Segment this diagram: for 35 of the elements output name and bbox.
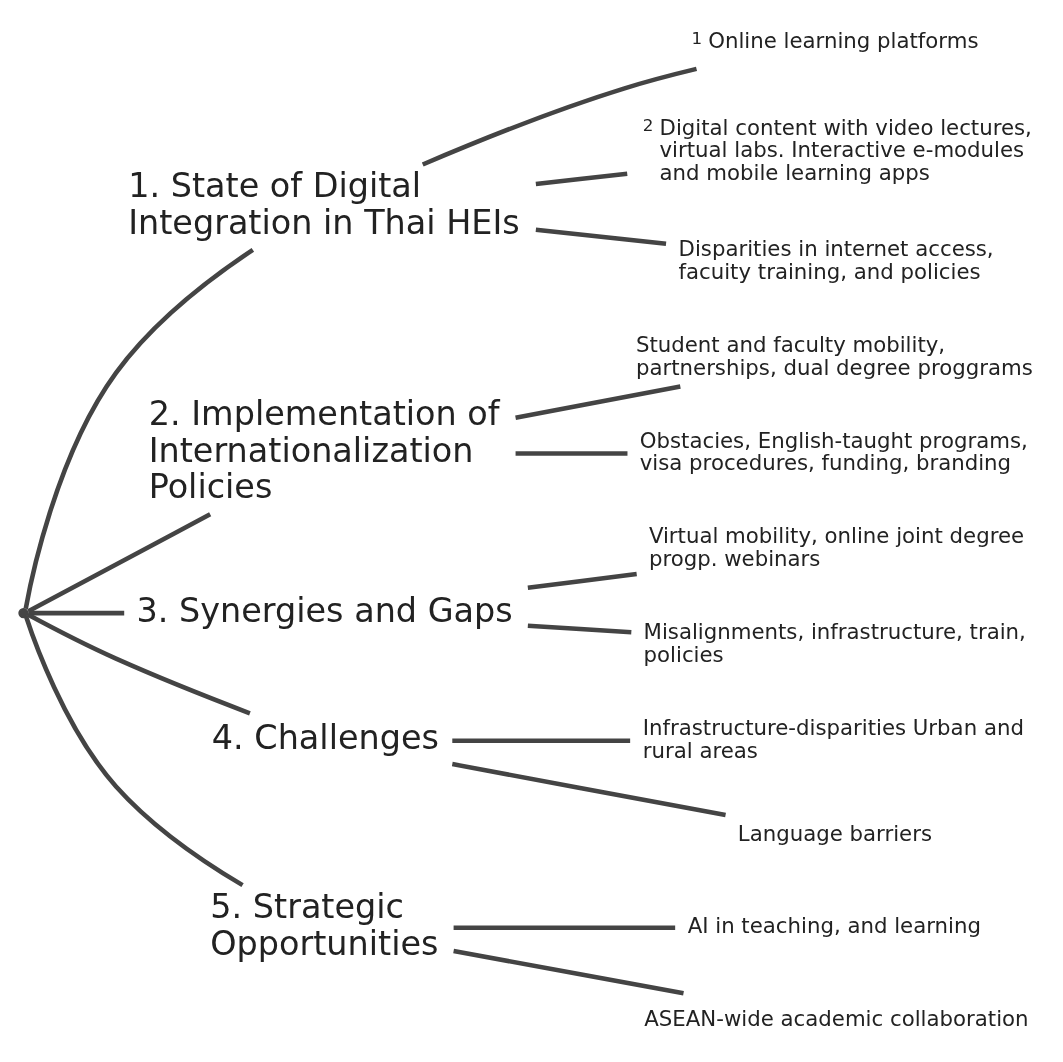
connector [514, 384, 681, 421]
connector [23, 247, 254, 610]
node-text: 1. State of Digital Integration in Thai HEIs [127, 166, 520, 242]
connector [453, 925, 675, 931]
connector [451, 761, 726, 818]
node-label: 1 [690, 28, 702, 49]
node-text: AI in teaching, and learning [687, 913, 981, 939]
connector [26, 512, 211, 614]
connector [515, 451, 627, 456]
connector [452, 948, 684, 996]
node-text: ASEAN-wide academic collaboration [643, 1006, 1029, 1032]
connector [527, 571, 637, 591]
node-text: Language barriers [737, 820, 932, 846]
node-text: Digital content with video lectures, virtual labs. Interactive e-modules and mobile learning apps [659, 114, 1032, 186]
node-label: 2 [642, 114, 653, 135]
connector [535, 227, 666, 247]
node-text: Online learning platforms [707, 27, 978, 53]
node-text: Virtual mobility, online joint degree progp. webinars [648, 523, 1024, 572]
node-text: 3. Synergies and Gaps [136, 590, 513, 630]
connector [23, 616, 244, 888]
node-text: Infrastructure-disparities Urban and rural areas [642, 715, 1024, 763]
connector [421, 66, 697, 167]
connector [451, 738, 630, 744]
node-text: 4. Challenges [211, 718, 439, 758]
connector [26, 612, 251, 716]
node-text: Obstacies, English-taught programs, visa procedures, funding, branding [639, 427, 1028, 476]
node-text: 5. Strategic Opportunities [209, 887, 438, 963]
connector [27, 610, 124, 616]
node-text: 2. Implementation of Internationalization Policies [148, 394, 500, 507]
node-point [17, 607, 29, 619]
node-text: Misalignments, infrastructure, train, policies [643, 619, 1026, 668]
connector [527, 623, 631, 635]
node-text: Disparities in internet access, facuity training, and policies [678, 236, 994, 284]
node-text: Student and faculty mobility, partnerships, dual degree proggrams [635, 331, 1033, 380]
connector [535, 171, 627, 187]
